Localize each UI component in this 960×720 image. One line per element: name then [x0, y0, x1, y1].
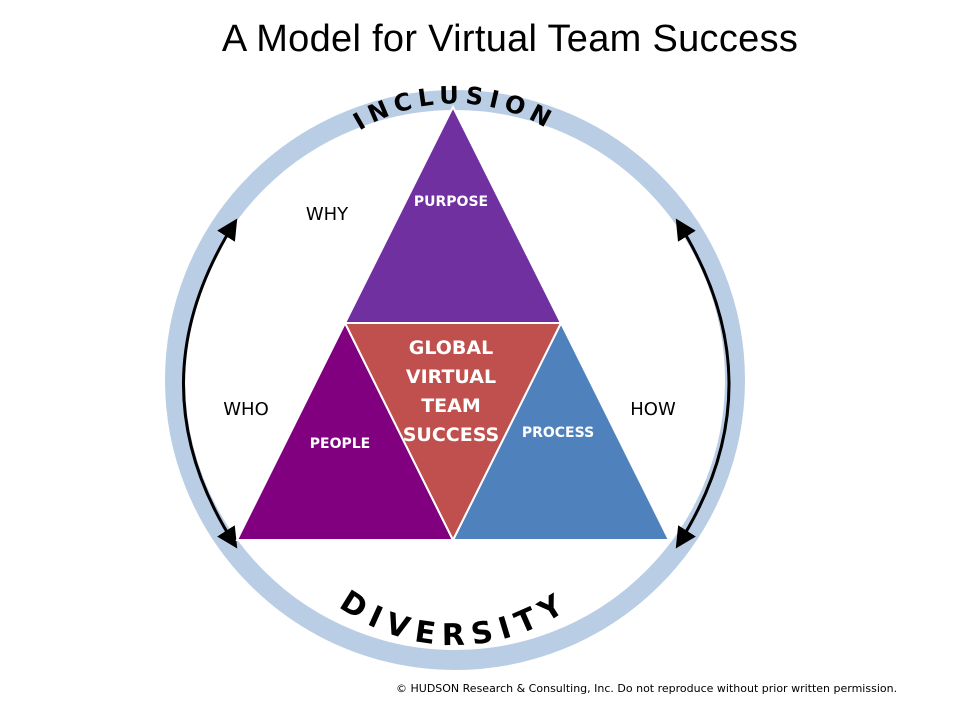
process-label: PROCESS [522, 425, 594, 441]
right-double-arrow [675, 218, 731, 549]
why-label: WHY [306, 204, 349, 225]
page-title: A Model for Virtual Team Success [221, 18, 799, 60]
center-label-line-1: GLOBAL [409, 337, 493, 359]
center-label-line-3: TEAM [421, 395, 481, 417]
people-label: PEOPLE [310, 436, 370, 452]
inclusion-diversity-ring [165, 90, 745, 670]
global-success-triangle [343, 322, 563, 543]
who-label: WHO [223, 399, 269, 420]
center-label-line-4: SUCCESS [403, 424, 500, 446]
left-double-arrow [182, 218, 238, 549]
copyright-notice: © HUDSON Research & Consulting, Inc. Do … [396, 682, 898, 695]
purpose-label: PURPOSE [414, 194, 488, 210]
center-label-line-2: VIRTUAL [406, 366, 496, 388]
how-label: HOW [630, 399, 676, 420]
purpose-triangle [343, 104, 563, 324]
